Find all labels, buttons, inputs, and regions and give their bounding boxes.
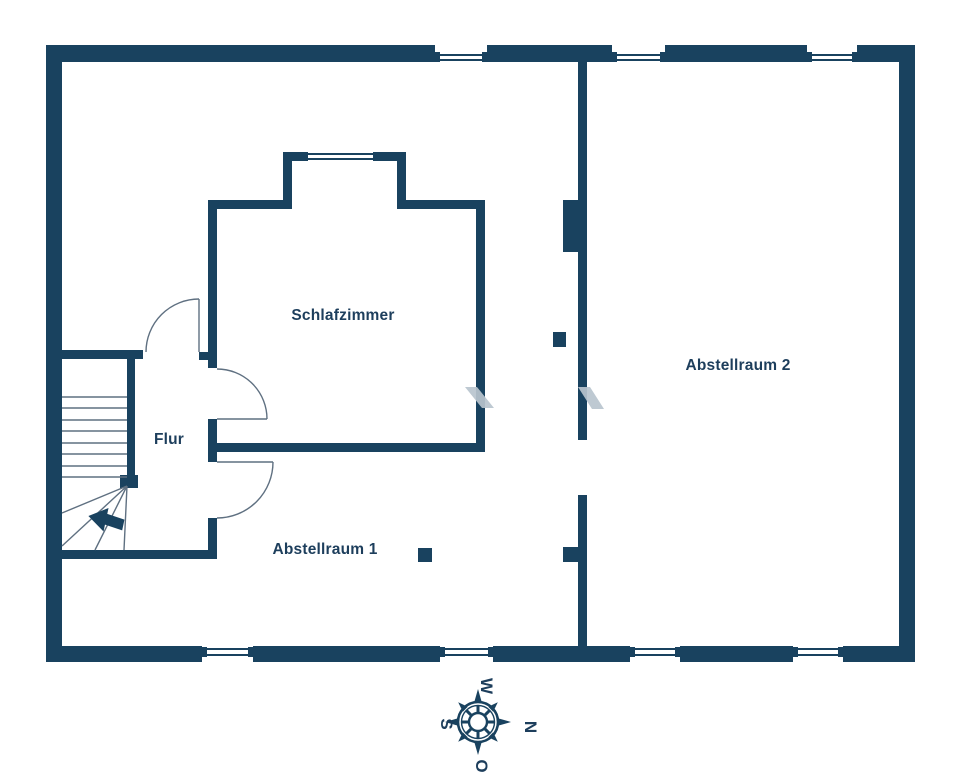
door-schlafzimmer xyxy=(216,368,268,420)
compass-rose: W N O S xyxy=(437,678,540,773)
divider-wall-nub xyxy=(563,547,579,562)
compass-spokes xyxy=(462,706,494,738)
stair-direction-arrow xyxy=(88,508,125,532)
flur-door-jamb xyxy=(199,352,217,360)
schlafzimmer-wall-left-a xyxy=(208,200,217,368)
room-label-flur: Flur xyxy=(153,431,185,448)
chimney-block xyxy=(563,200,582,252)
window xyxy=(440,646,493,662)
schlafzimmer-wall-top-right xyxy=(397,200,485,209)
schlafzimmer-bay-wall-left xyxy=(283,152,292,209)
column-corridor xyxy=(553,332,566,347)
door-abstellraum1 xyxy=(216,461,274,519)
compass-label-north: N xyxy=(521,721,540,733)
schlafzimmer-bay-wall-right xyxy=(397,152,406,209)
window xyxy=(793,646,843,662)
door-flur-north xyxy=(145,298,200,353)
outer-wall-right xyxy=(899,45,915,662)
divider-wall-upper xyxy=(578,62,587,440)
schlafzimmer-wall-left-c xyxy=(208,518,217,559)
stair-wall-top xyxy=(55,350,143,359)
schlafzimmer-wall-top-left xyxy=(208,200,292,209)
window xyxy=(630,646,680,662)
schlafzimmer-wall-bottom xyxy=(208,443,485,452)
stair-wall-nub xyxy=(120,475,138,488)
flur-wall-bottom xyxy=(55,550,217,559)
schlafzimmer-wall-left-b xyxy=(208,419,217,462)
divider-wall-lower xyxy=(578,495,587,646)
stair-treads xyxy=(62,396,127,478)
room-label-schlafzimmer: Schlafzimmer xyxy=(291,307,395,324)
compass-label-east: O xyxy=(472,759,491,772)
staircase xyxy=(61,396,128,551)
column-abstellraum1 xyxy=(418,548,432,562)
room-label-abstellraum-1: Abstellraum 1 xyxy=(272,541,378,558)
stair-divider-wall xyxy=(127,350,135,480)
schlafzimmer-wall-right xyxy=(476,200,485,452)
outer-wall-left xyxy=(46,45,62,662)
window xyxy=(612,45,665,62)
compass-points xyxy=(445,689,511,755)
window xyxy=(807,45,857,62)
window xyxy=(435,45,487,62)
compass-label-west: W xyxy=(477,678,496,695)
window xyxy=(303,152,378,161)
stair-winders xyxy=(61,485,128,551)
room-label-abstellraum-2: Abstellraum 2 xyxy=(685,357,791,374)
compass-label-south: S xyxy=(437,718,456,729)
window xyxy=(202,646,253,662)
